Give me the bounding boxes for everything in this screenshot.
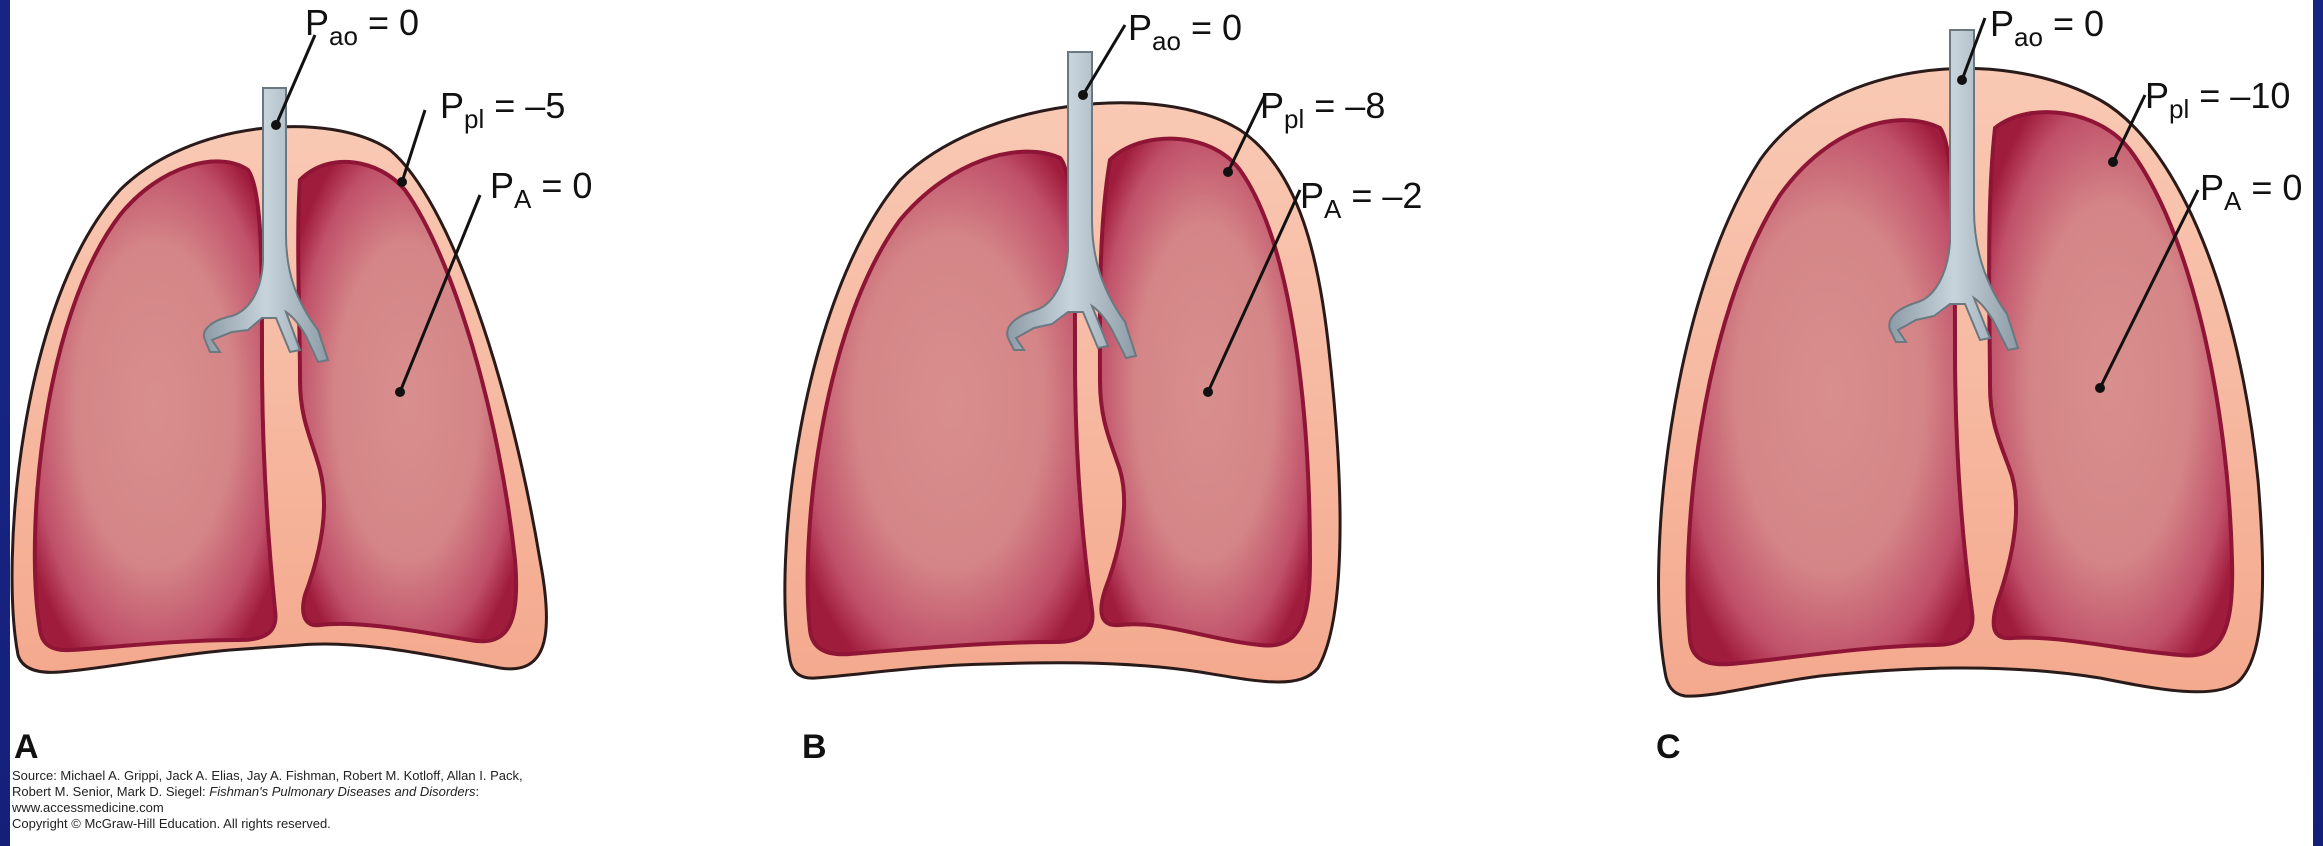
ppl-label-b: Ppl = –8 — [1260, 85, 1385, 134]
source-line-2: Robert M. Senior, Mark D. Siegel: Fishma… — [12, 784, 692, 800]
ppl-point-c — [2108, 157, 2118, 167]
pao-point-c — [1957, 75, 1967, 85]
pa-label-c: PA = 0 — [2200, 167, 2302, 216]
diagram-b — [785, 25, 1340, 682]
pa-label-a: PA = 0 — [490, 165, 592, 214]
source-line-1: Source: Michael A. Grippi, Jack A. Elias… — [12, 768, 692, 784]
left-lung-c — [1688, 120, 1973, 664]
ppl-point-a — [397, 177, 407, 187]
panel-letter-b: B — [802, 728, 827, 766]
pa-point-a — [395, 387, 405, 397]
ppl-point-b — [1223, 167, 1233, 177]
right-lung-a — [298, 162, 516, 641]
pao-label-b: Pao = 0 — [1128, 7, 1242, 56]
ppl-label-c: Ppl = –10 — [2145, 75, 2290, 124]
pao-label-a: Pao = 0 — [305, 2, 419, 51]
source-copyright: Copyright © McGraw-Hill Education. All r… — [12, 816, 692, 832]
pao-point-a — [271, 120, 281, 130]
pa-label-b: PA = –2 — [1300, 175, 1422, 224]
source-citation: Source: Michael A. Grippi, Jack A. Elias… — [12, 768, 692, 832]
source-url: www.accessmedicine.com — [12, 800, 692, 816]
pa-point-c — [2095, 383, 2105, 393]
source-authors: Robert M. Senior, Mark D. Siegel: — [12, 784, 209, 799]
pa-point-b — [1203, 387, 1213, 397]
source-colon: : — [475, 784, 479, 799]
panel-letter-a: A — [14, 728, 39, 766]
panel-letter-c: C — [1656, 728, 1681, 766]
left-lung-b — [808, 152, 1093, 655]
ppl-label-a: Ppl = –5 — [440, 85, 565, 134]
left-lung-a — [35, 161, 276, 650]
pao-label-c: Pao = 0 — [1990, 3, 2104, 52]
pao-point-b — [1078, 90, 1088, 100]
source-book-title: Fishman's Pulmonary Diseases and Disorde… — [209, 784, 475, 799]
